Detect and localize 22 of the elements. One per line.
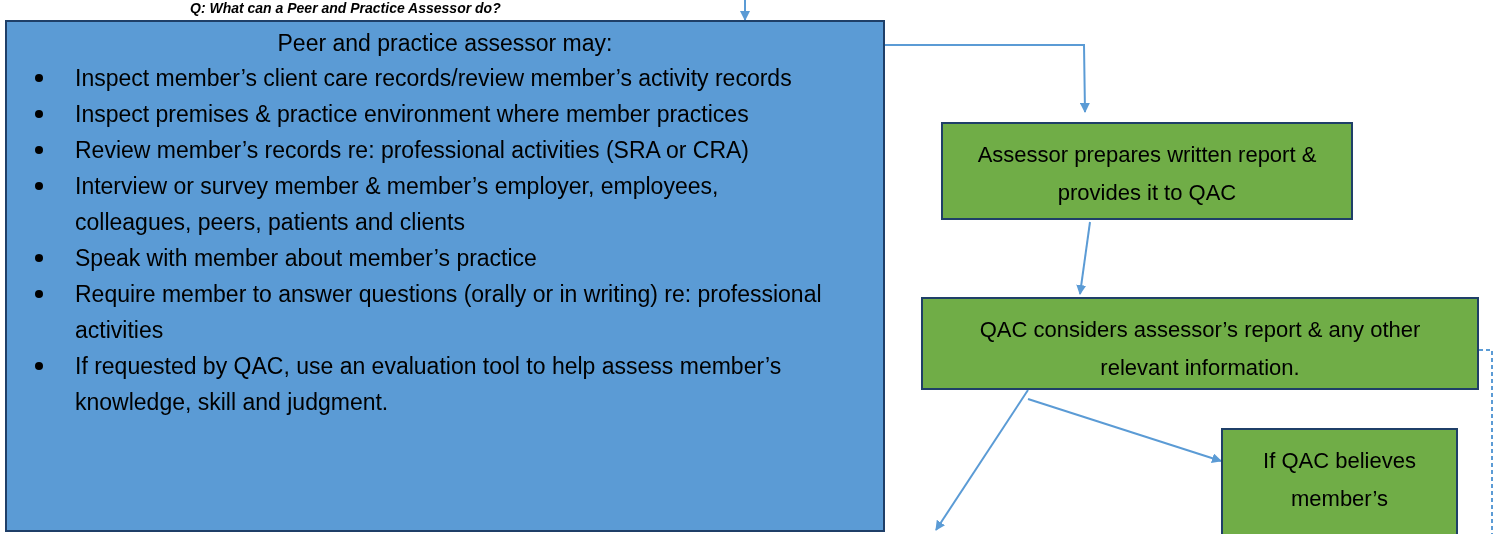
process-box xyxy=(1221,428,1458,534)
heading-text: Q: What can a Peer and Practice Assessor do? xyxy=(190,0,501,16)
box-text: QAC considers assessor’s report & any other relevant information. xyxy=(978,316,1422,382)
arrow xyxy=(1027,398,1222,463)
bullet-item: Speak with member about member’s practice xyxy=(31,240,833,276)
arrow xyxy=(1076,221,1091,295)
bullet-item: Require member to answer questions (orally or in writing) re: professional activities xyxy=(31,276,833,348)
dashed-connector xyxy=(1478,349,1493,534)
arrow xyxy=(740,0,750,21)
box-heading: Peer and practice assessor may: xyxy=(276,29,614,58)
bullet-item: Inspect premises & practice environment where member practices xyxy=(31,96,833,132)
box-text: If QAC believes member’s xyxy=(1262,447,1417,513)
process-box xyxy=(941,122,1353,220)
process-box xyxy=(5,20,885,532)
process-box xyxy=(921,297,1479,390)
bullet-item: Inspect member’s client care records/review member’s activity records xyxy=(31,60,833,96)
bullet-item: Interview or survey member & member’s employer, employees, colleagues, peers, patients and clients xyxy=(31,168,833,240)
bullet-item: Review member’s records re: professional activities (SRA or CRA) xyxy=(31,132,833,168)
arrow xyxy=(884,44,1090,113)
bullet-item: If requested by QAC, use an evaluation tool to help assess member’s knowledge, skill and judgment. xyxy=(31,348,833,420)
arrow xyxy=(935,389,1029,531)
box-text: Assessor prepares written report & provides it to QAC xyxy=(976,141,1318,207)
